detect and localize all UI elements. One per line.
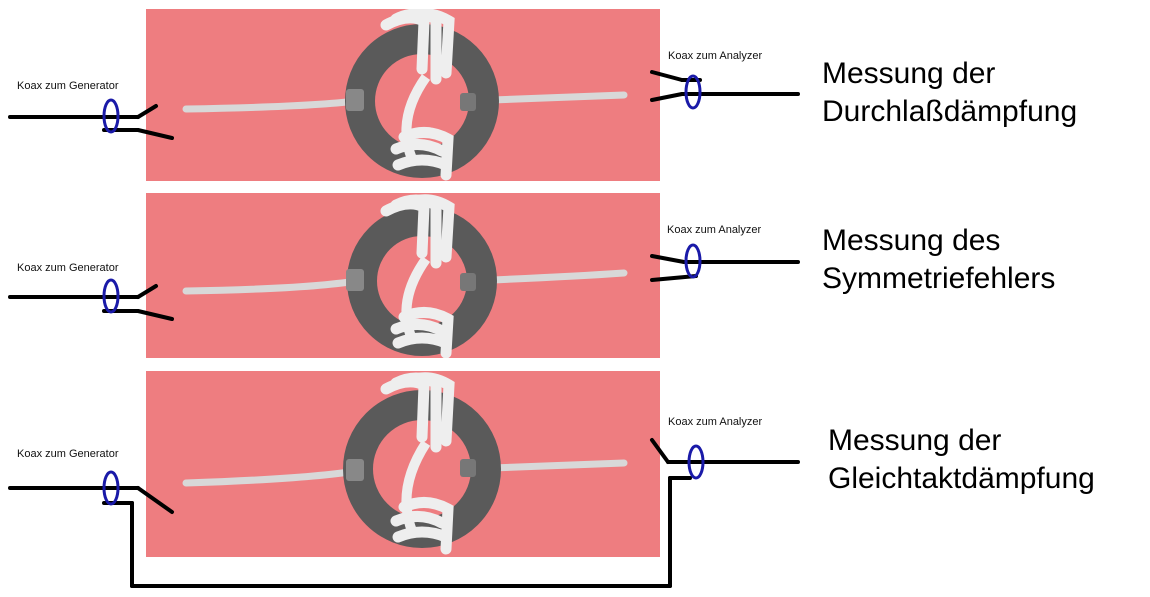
coax-ring-generator-2	[102, 278, 120, 314]
caption-2-line-2: Symmetriefehlers	[822, 262, 1056, 295]
analyzer-leads-2	[650, 254, 800, 282]
winding-cross	[401, 256, 431, 341]
analyzer-leads-3	[650, 438, 800, 464]
coax-ring-analyzer-1	[684, 74, 702, 110]
terminal-left	[346, 269, 364, 291]
analyzer-label-1: Koax zum Analyzer	[668, 50, 763, 62]
coax-ring-generator-1	[102, 98, 120, 134]
generator-leads-2	[8, 284, 174, 321]
caption-3-line-1: Messung der	[828, 424, 1002, 457]
analyzer-leads-1	[650, 70, 800, 102]
white-cable-left	[182, 97, 360, 113]
winding-top	[380, 9, 455, 85]
caption-2: Messung des Symmetriefehlers	[822, 222, 1055, 298]
generator-label-2: Koax zum Generator	[17, 262, 119, 274]
generator-leads-3	[8, 476, 692, 588]
caption-1-line-2: Durchlaßdämpfung	[822, 95, 1078, 128]
winding-cross	[401, 74, 431, 161]
generator-label-1: Koax zum Generator	[17, 80, 119, 92]
analyzer-label-2: Koax zum Analyzer	[667, 224, 762, 236]
photo-panel-2	[146, 193, 660, 358]
balun-photo-3	[146, 371, 660, 557]
winding-top	[380, 372, 455, 453]
coax-ring-analyzer-3	[687, 444, 705, 480]
white-cable-left	[182, 277, 360, 295]
terminal-left	[346, 459, 364, 481]
white-cable-left	[182, 467, 360, 487]
terminal-right	[460, 93, 476, 111]
caption-1-line-1: Messung der	[822, 57, 996, 90]
caption-3: Messung der Gleichtaktdämpfung	[828, 422, 1095, 498]
coax-ring-generator-3	[102, 470, 120, 506]
terminal-right	[460, 459, 476, 477]
coax-ring-analyzer-2	[684, 243, 702, 279]
generator-label-3: Koax zum Generator	[17, 448, 119, 460]
terminal-right	[460, 273, 476, 291]
generator-leads-1	[8, 104, 174, 140]
balun-photo-1	[146, 9, 660, 181]
winding-bottom	[390, 127, 454, 181]
caption-1: Messung der Durchlaßdämpfung	[822, 55, 1077, 131]
winding-bottom	[390, 497, 454, 555]
photo-panel-1	[146, 9, 660, 181]
caption-2-line-1: Messung des	[822, 224, 1001, 257]
analyzer-label-3: Koax zum Analyzer	[668, 416, 763, 428]
winding-top	[380, 194, 455, 269]
balun-photo-2	[146, 193, 660, 358]
winding-bottom	[390, 307, 454, 358]
photo-panel-3	[146, 371, 660, 557]
caption-3-line-2: Gleichtaktdämpfung	[828, 462, 1095, 495]
terminal-left	[346, 89, 364, 111]
